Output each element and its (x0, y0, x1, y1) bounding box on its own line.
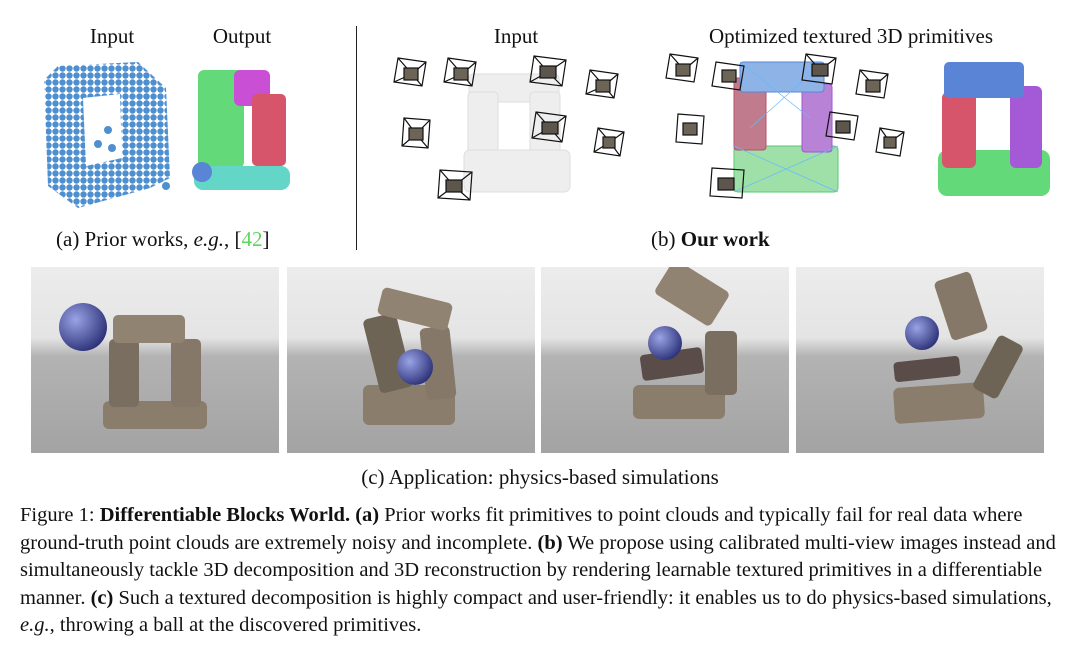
caption-a-text: Prior works fit primitives to point clou… (20, 504, 1023, 554)
part-a-caption-comma: , [ (223, 227, 242, 251)
caption-b-marker: (b) (537, 531, 563, 554)
figure-label: Figure 1: (20, 504, 100, 526)
part-b-caption: (b) Our work (651, 227, 770, 252)
section-divider (356, 26, 357, 250)
our-output-primitives (934, 58, 1058, 198)
simulation-panel-2 (287, 267, 535, 453)
caption-c-text-1: Such a textured decomposition is highly … (113, 586, 1052, 609)
part-a-caption: (a) Prior works, e.g., [42] (56, 227, 269, 252)
part-a-output-label: Output (212, 24, 272, 48)
simulation-panel-4 (796, 267, 1044, 453)
part-a-caption-close: ] (262, 227, 270, 251)
caption-b-text: We propose using calibrated multi-view i… (20, 531, 1056, 609)
figure-caption: Figure 1: Differentiable Blocks World. (… (20, 502, 1060, 640)
part-a-input-label: Input (89, 24, 135, 48)
simulation-panel-1 (31, 267, 279, 453)
caption-c-eg: e.g. (20, 614, 50, 636)
part-b-input-label: Input (493, 24, 539, 48)
prior-output-primitives (186, 64, 296, 194)
part-b-caption-prefix: (b) (651, 227, 681, 251)
part-c-caption: (c) Application: physics-based simulatio… (361, 465, 719, 489)
figure-title: Differentiable Blocks World. (99, 504, 351, 526)
point-cloud-image (38, 58, 188, 214)
optimized-primitives-with-cameras (660, 48, 910, 210)
caption-c-marker: (c) (90, 586, 114, 609)
part-a-caption-prefix: (a) Prior works, (56, 227, 194, 251)
caption-c-text-2: , throwing a ball at the discovered prim… (49, 614, 422, 636)
caption-a-marker: (a) (355, 504, 380, 526)
simulation-panel-3 (541, 267, 789, 453)
citation-link[interactable]: 42 (241, 227, 263, 251)
part-b-caption-bold: Our work (680, 227, 770, 251)
multiview-input-image (384, 50, 644, 210)
part-b-output-label: Optimized textured 3D primitives (708, 24, 994, 48)
part-a-caption-eg: e.g. (193, 227, 224, 251)
